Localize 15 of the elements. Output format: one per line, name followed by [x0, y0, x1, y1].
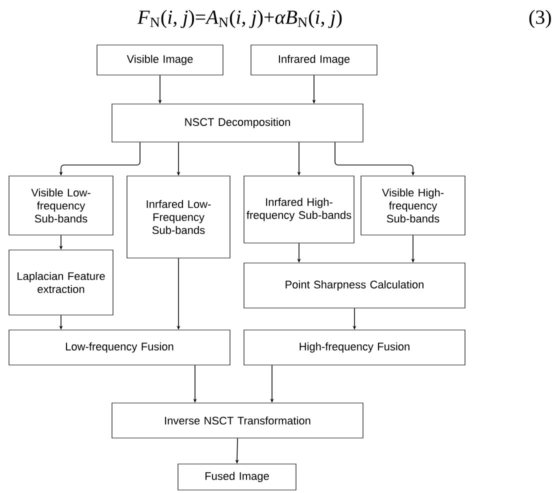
process-box: Fused Image	[178, 464, 296, 490]
process-box: Infrared Image	[250, 44, 378, 76]
process-box: Inrfared High-frequency Sub-bands	[244, 176, 354, 244]
equation: F$_{N}$(i, j)=A$_{N}$(i, j)+αB$_{N}$(i, j)	[137, 10, 342, 28]
process-box: NSCT Decomposition	[112, 104, 364, 142]
process-box: Low-frequency Fusion	[8, 330, 230, 366]
process-box: Visible High-frequency Sub-bands	[360, 176, 466, 236]
process-box: Visible Image	[96, 44, 224, 76]
process-box: Visible Low-frequency Sub-bands	[8, 176, 114, 236]
process-box: Laplacian Feature extraction	[8, 250, 114, 316]
equation-number: (3)	[529, 10, 551, 28]
process-box: Point Sharpness Calculation	[244, 262, 466, 308]
process-box: High-frequency Fusion	[244, 330, 466, 366]
process-box: Inverse NSCT Transformation	[112, 402, 364, 438]
process-box: Inrfared Low-Frequency Sub-bands	[126, 176, 230, 258]
